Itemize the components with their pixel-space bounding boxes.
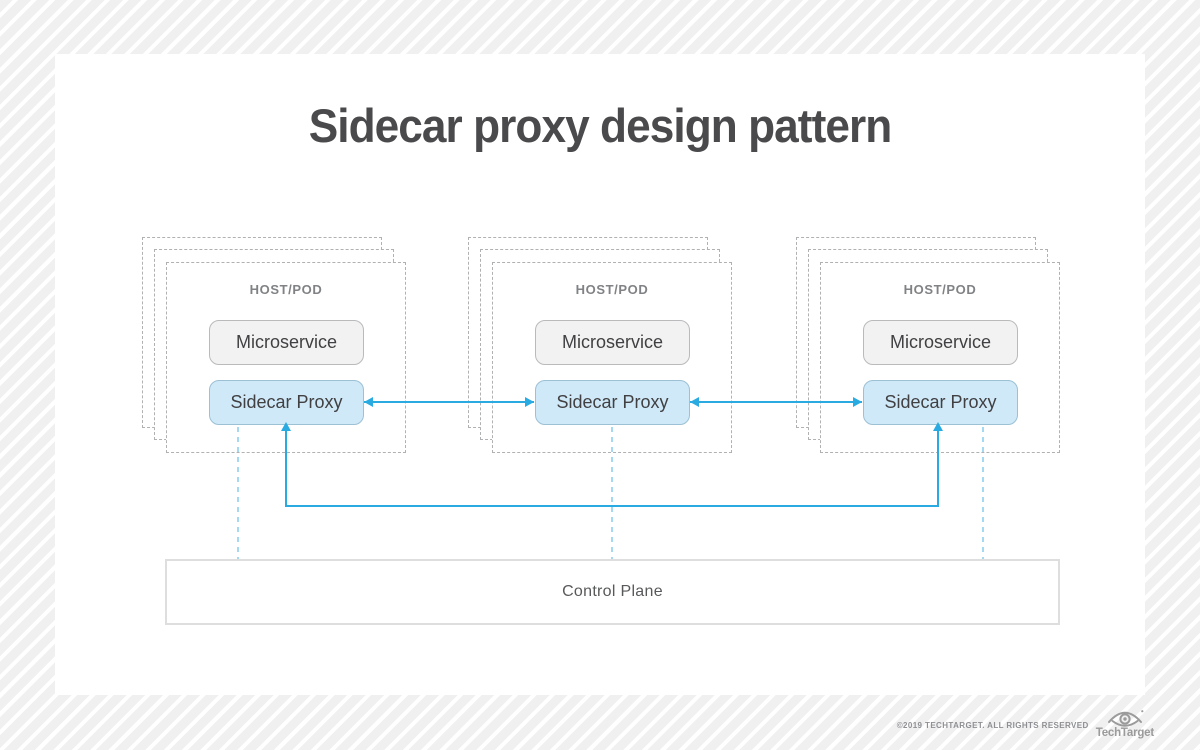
techtarget-wordmark: TechTarget bbox=[1095, 727, 1154, 739]
control-plane-link-2 bbox=[611, 427, 613, 559]
control-plane-box: Control Plane bbox=[165, 559, 1060, 625]
pod-box: HOST/POD Microservice Sidecar Proxy bbox=[166, 262, 406, 453]
host-pod-label: HOST/POD bbox=[575, 282, 649, 297]
control-plane-link-1 bbox=[237, 427, 239, 559]
proxy-loop-connector-segment bbox=[285, 505, 939, 507]
footer: ©2019 TECHTARGET. ALL RIGHTS RESERVED Te… bbox=[897, 708, 1154, 740]
proxy-loop-connector-segment bbox=[937, 431, 939, 507]
host-pod-group-1: HOST/POD Microservice Sidecar Proxy bbox=[142, 237, 406, 453]
sidecar-proxy-box: Sidecar Proxy bbox=[209, 380, 364, 425]
host-pod-label: HOST/POD bbox=[249, 282, 323, 297]
control-plane-link-3 bbox=[982, 427, 984, 559]
techtarget-logo: TechTarget bbox=[1096, 708, 1154, 740]
sidecar-proxy-box: Sidecar Proxy bbox=[863, 380, 1018, 425]
pod-box: HOST/POD Microservice Sidecar Proxy bbox=[820, 262, 1060, 453]
copyright-text: ©2019 TECHTARGET. ALL RIGHTS RESERVED bbox=[896, 721, 1089, 730]
page-title: Sidecar proxy design pattern bbox=[308, 99, 893, 152]
microservice-box: Microservice bbox=[535, 320, 690, 365]
microservice-box: Microservice bbox=[863, 320, 1018, 365]
proxy-link-arrow-2-3 bbox=[690, 397, 862, 407]
pod-box: HOST/POD Microservice Sidecar Proxy bbox=[492, 262, 732, 453]
sidecar-proxy-box: Sidecar Proxy bbox=[535, 380, 690, 425]
host-pod-label: HOST/POD bbox=[903, 282, 977, 297]
host-pod-group-3: HOST/POD Microservice Sidecar Proxy bbox=[796, 237, 1060, 453]
proxy-loop-connector-segment bbox=[285, 431, 287, 507]
host-pod-group-2: HOST/POD Microservice Sidecar Proxy bbox=[468, 237, 732, 453]
techtarget-eye-icon bbox=[1107, 710, 1144, 727]
loop-arrowhead-up-icon bbox=[933, 422, 943, 431]
proxy-link-arrow-1-2 bbox=[364, 397, 534, 407]
loop-arrowhead-up-icon bbox=[281, 422, 291, 431]
microservice-box: Microservice bbox=[209, 320, 364, 365]
